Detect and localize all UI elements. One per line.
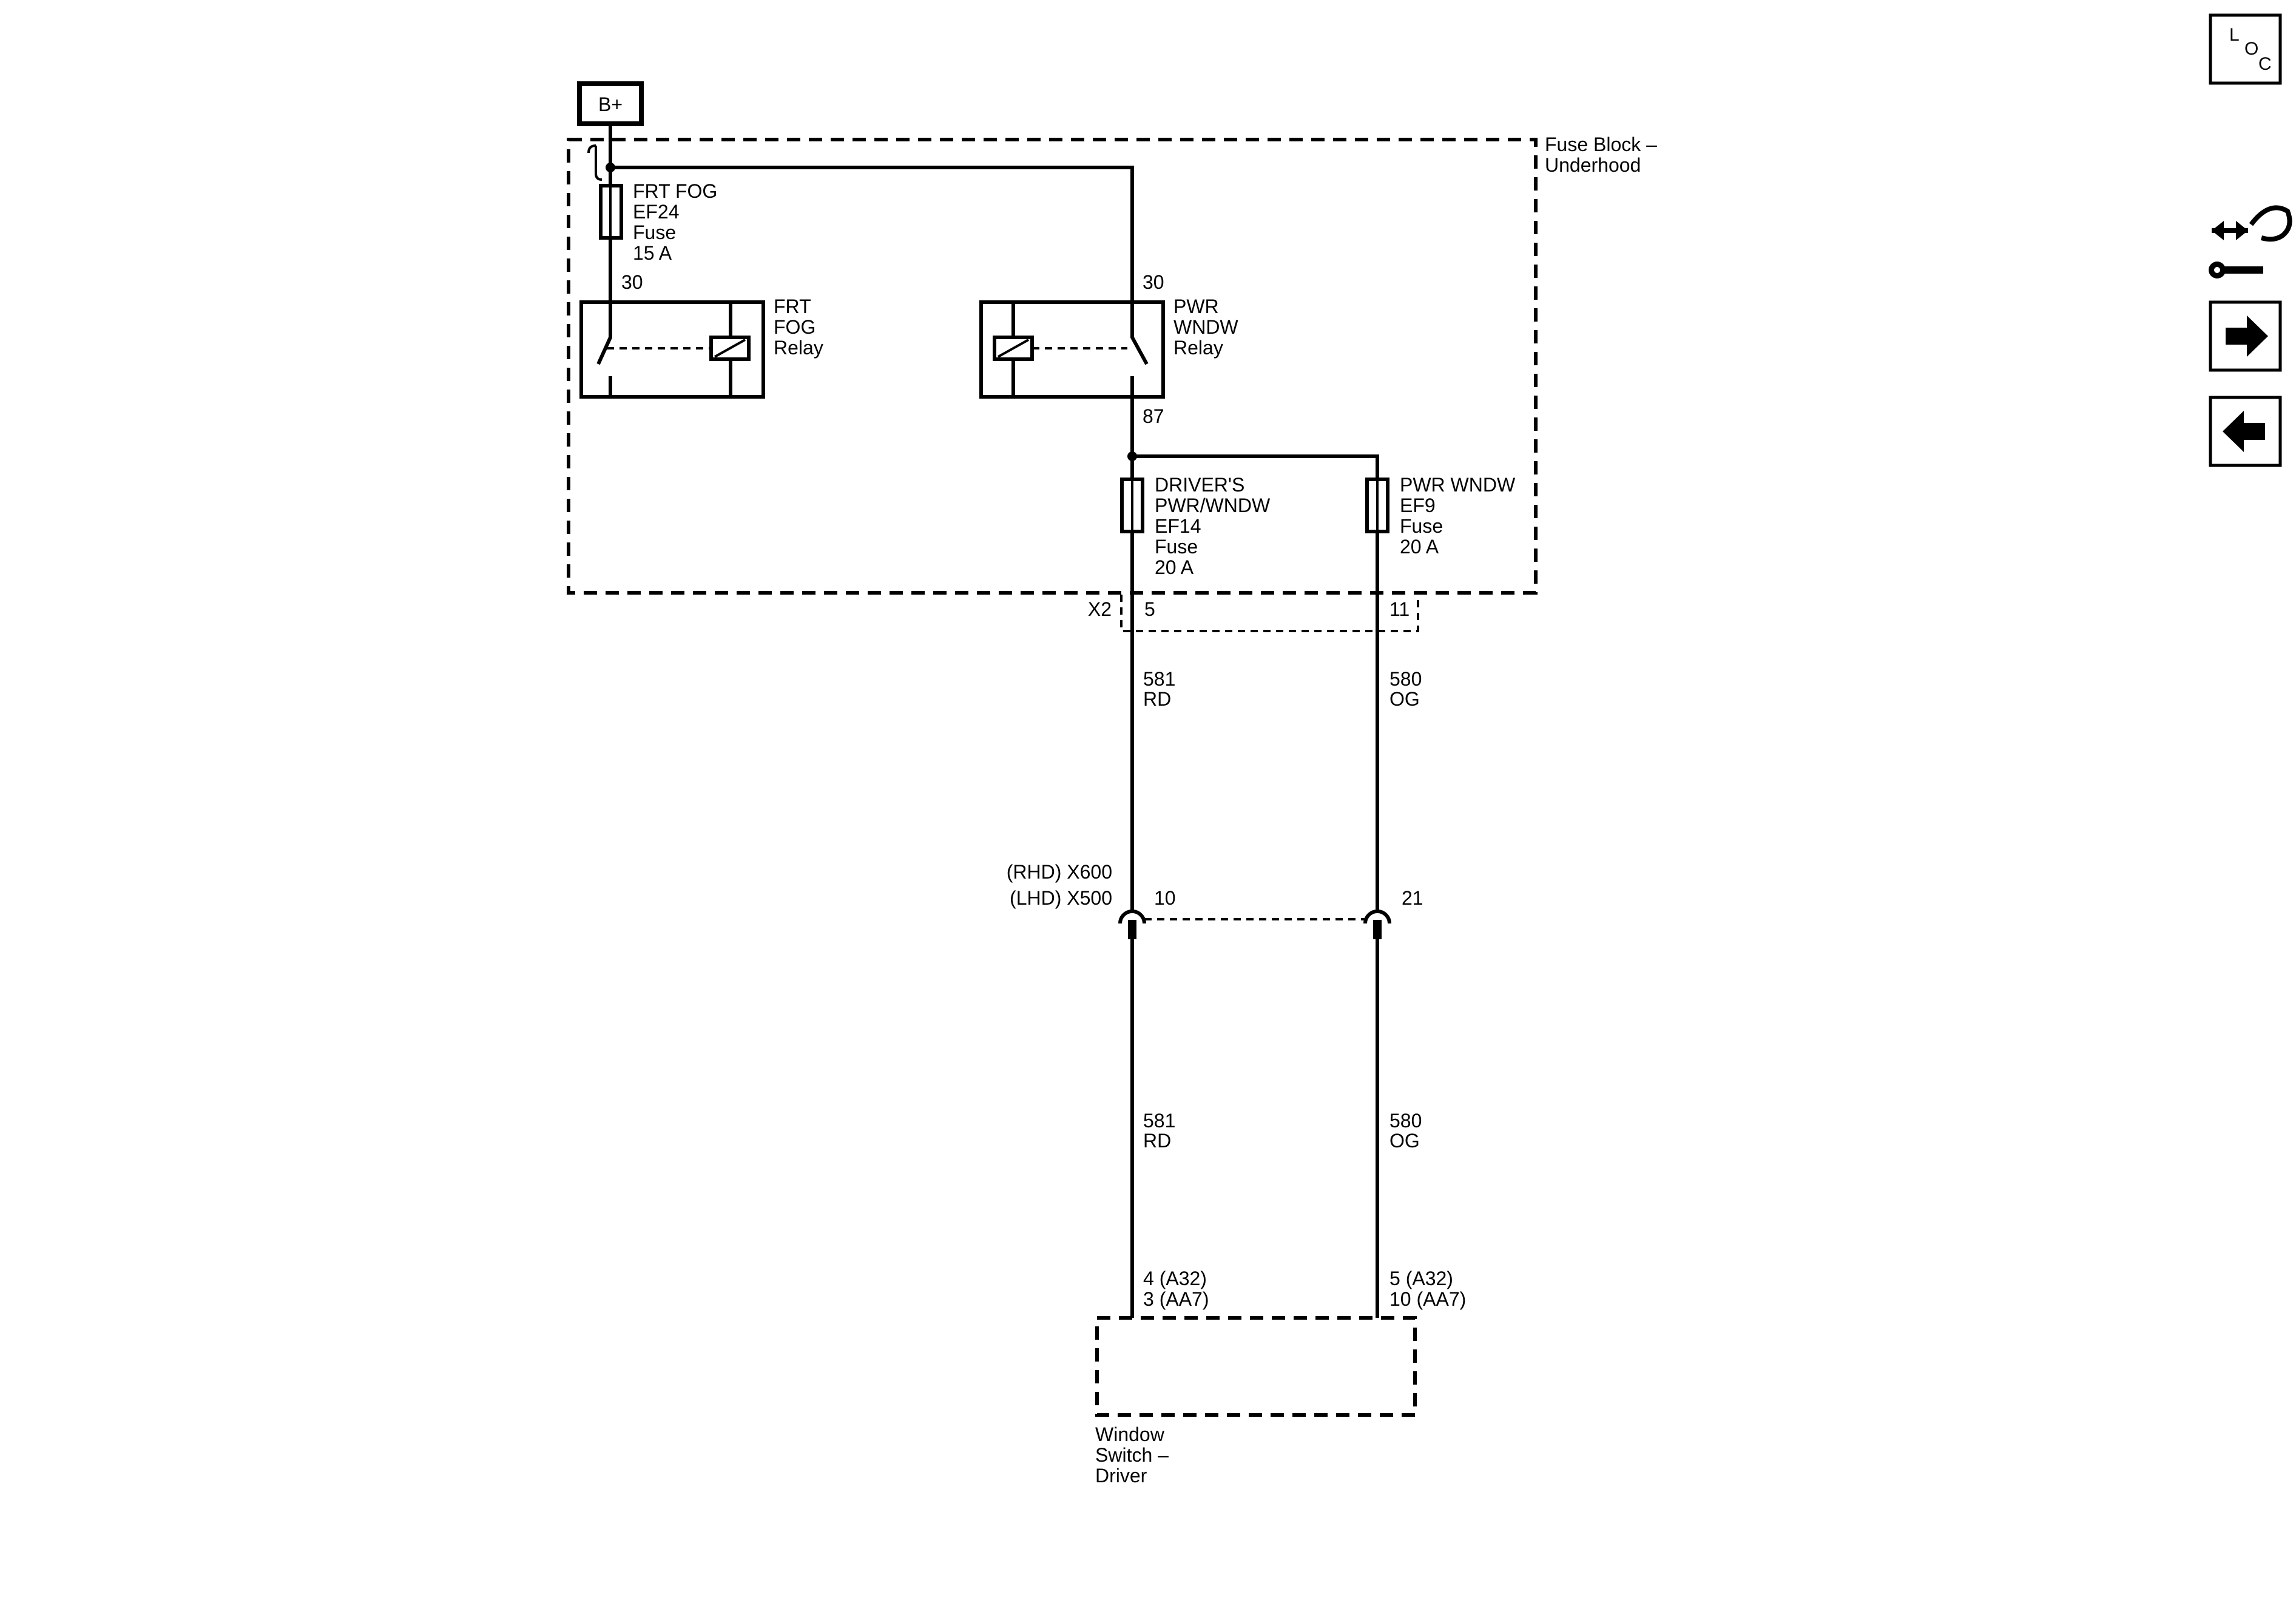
connector-x2: X2 5 11 <box>1088 595 1419 632</box>
svg-text:20 A: 20 A <box>1400 536 1439 558</box>
tools-icon[interactable] <box>2209 205 2292 279</box>
svg-text:RD: RD <box>1143 1130 1171 1152</box>
svg-text:10 (AA7): 10 (AA7) <box>1389 1288 1466 1310</box>
svg-text:20 A: 20 A <box>1155 556 1194 578</box>
svg-text:581: 581 <box>1143 1110 1175 1132</box>
svg-text:3 (AA7): 3 (AA7) <box>1143 1288 1209 1310</box>
previous-page-button[interactable] <box>2209 396 2282 467</box>
pwr-wndw-relay: 30 PWR WNDW Relay 87 <box>979 271 1238 427</box>
window-switch-driver: Window Switch – Driver <box>1095 1316 1417 1487</box>
svg-text:Fuse: Fuse <box>1155 536 1198 558</box>
svg-text:15 A: 15 A <box>633 242 672 264</box>
svg-text:Relay: Relay <box>1173 337 1223 359</box>
svg-text:Driver: Driver <box>1095 1465 1147 1487</box>
svg-text:581: 581 <box>1143 668 1175 690</box>
locator-button[interactable]: L O C <box>2209 13 2282 85</box>
svg-text:Fuse: Fuse <box>1400 515 1443 537</box>
svg-text:10: 10 <box>1154 887 1176 909</box>
svg-text:C: C <box>2258 54 2272 74</box>
inline-connector-x600-x500: (RHD) X600 (LHD) X500 10 21 <box>1007 861 1423 939</box>
svg-text:Switch –: Switch – <box>1095 1444 1169 1466</box>
pwr-relay-pin-87: 87 <box>1143 405 1164 427</box>
svg-text:EF14: EF14 <box>1155 515 1201 537</box>
b-plus-label: B+ <box>598 93 623 115</box>
svg-text:5 (A32): 5 (A32) <box>1389 1268 1453 1289</box>
svg-text:WNDW: WNDW <box>1173 316 1238 338</box>
svg-text:5: 5 <box>1144 598 1155 620</box>
pwr-wndw-fuse-ef9: PWR WNDW EF9 Fuse 20 A <box>1365 474 1516 558</box>
wire-580-upper-label: 580 OG <box>1389 668 1422 710</box>
frt-fog-fuse-ef24: FRT FOG EF24 Fuse 15 A <box>599 167 717 302</box>
svg-text:PWR WNDW: PWR WNDW <box>1400 474 1516 496</box>
switch-pin-labels: 4 (A32) 3 (AA7) 5 (A32) 10 (AA7) <box>1143 1268 1466 1310</box>
frt-fog-relay: 30 FRT FOG Relay <box>579 271 823 399</box>
fog-relay-pin-30: 30 <box>621 271 643 293</box>
svg-text:EF9: EF9 <box>1400 495 1436 516</box>
svg-text:4 (A32): 4 (A32) <box>1143 1268 1207 1289</box>
wire-581-upper-label: 581 RD <box>1143 668 1175 710</box>
svg-text:FOG: FOG <box>774 316 815 338</box>
svg-text:DRIVER'S: DRIVER'S <box>1155 474 1244 496</box>
svg-text:Fuse: Fuse <box>633 221 676 243</box>
svg-text:L: L <box>2229 25 2240 45</box>
svg-text:OG: OG <box>1389 688 1420 710</box>
svg-text:RD: RD <box>1143 688 1171 710</box>
svg-text:580: 580 <box>1389 1110 1422 1132</box>
battery-positive-source: B+ <box>577 81 644 126</box>
wire-581-lower-label: 581 RD <box>1143 1110 1175 1152</box>
next-page-button[interactable] <box>2209 300 2282 372</box>
svg-text:PWR: PWR <box>1173 295 1219 317</box>
svg-text:11: 11 <box>1389 598 1410 620</box>
wire-580-lower-label: 580 OG <box>1389 1110 1422 1152</box>
pwr-relay-pin-30: 30 <box>1143 271 1164 293</box>
fuse-block-outline <box>567 138 1538 595</box>
svg-text:21: 21 <box>1402 887 1423 909</box>
svg-text:Window: Window <box>1095 1423 1165 1445</box>
drivers-pwr-wndw-fuse-ef14: DRIVER'S PWR/WNDW EF14 Fuse 20 A <box>1120 474 1271 578</box>
arrow-left-icon <box>2223 411 2265 452</box>
svg-text:FRT FOG: FRT FOG <box>633 180 717 202</box>
svg-text:X2: X2 <box>1088 598 1112 620</box>
svg-text:OG: OG <box>1389 1130 1420 1152</box>
svg-text:Relay: Relay <box>774 337 823 359</box>
svg-text:FRT: FRT <box>774 295 811 317</box>
svg-text:(RHD) X600: (RHD) X600 <box>1007 861 1112 883</box>
arrow-right-icon <box>2226 316 2268 357</box>
fuse-block-label-2: Underhood <box>1545 154 1641 176</box>
svg-text:(LHD) X500: (LHD) X500 <box>1010 887 1112 909</box>
svg-text:580: 580 <box>1389 668 1422 690</box>
svg-text:PWR/WNDW: PWR/WNDW <box>1155 495 1271 516</box>
fuse-block-label: Fuse Block – <box>1545 133 1657 155</box>
svg-text:O: O <box>2244 39 2258 59</box>
svg-text:EF24: EF24 <box>633 201 679 223</box>
